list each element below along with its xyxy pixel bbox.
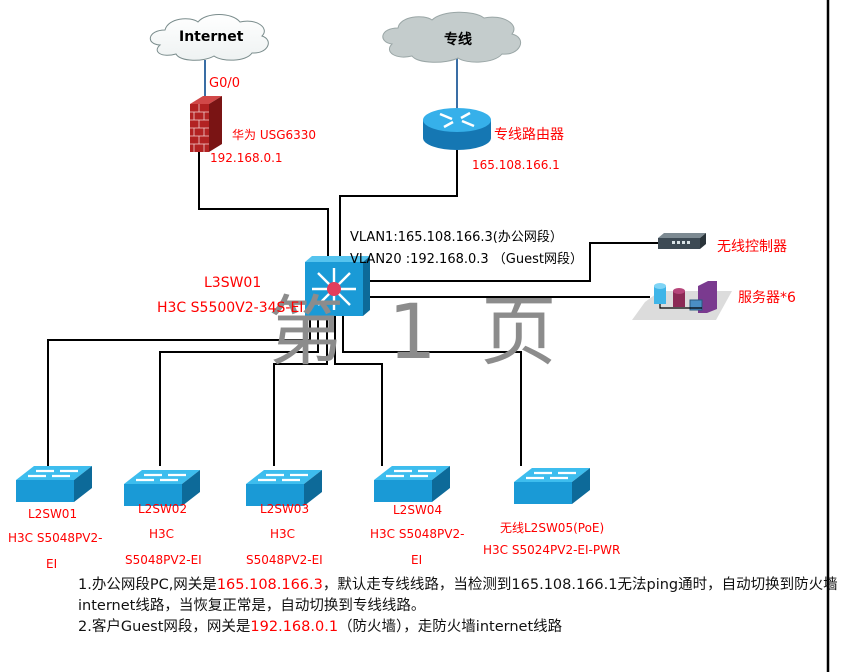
firewall-icon: [190, 96, 222, 152]
link-core-wlc: [363, 242, 658, 282]
link-firewall-core: [198, 152, 329, 262]
l2sw04-model-label: H3C S5048PV2-: [370, 527, 465, 541]
core-switch-model-label: H3C S5500V2-34S-EI: [157, 300, 304, 316]
router-ip-label: 165.108.166.1: [472, 158, 560, 172]
l2sw02-name-label: L2SW02: [138, 502, 188, 516]
note-2: 2.客户Guest网段，网关是192.168.0.1（防火墙），走防火墙inte…: [78, 619, 563, 635]
wireless-controller-label: 无线控制器: [717, 239, 787, 255]
link-core-l2sw05: [342, 315, 522, 466]
router-icon: [423, 108, 491, 150]
vlan20-label: VLAN20 :192.168.0.3 （Guest网段）: [350, 252, 583, 267]
firewall-name-label: 华为 USG6330: [232, 128, 317, 142]
router-name-label: 专线路由器: [494, 127, 564, 143]
access-switch-icon-2: [124, 470, 200, 506]
l2sw01-model-line2-label: EI: [46, 557, 58, 571]
access-switch-icon-3: [246, 470, 322, 506]
access-switch-icon-5: [514, 468, 590, 504]
link-router-core: [339, 150, 458, 262]
core-switch-icon: [305, 256, 370, 316]
access-switch-icon-4: [374, 466, 450, 502]
notes-block: 1.办公网段PC,网关是165.108.166.3，默认走专线线路，当检测到16…: [78, 575, 844, 638]
l2sw03-name-label: L2SW03: [260, 502, 310, 516]
core-switch-name-label: L3SW01: [204, 275, 262, 291]
internet-cloud-icon: [150, 14, 269, 61]
l2sw03-model-label: H3C: [270, 527, 296, 541]
link-core-l2sw02: [159, 315, 319, 466]
link-core-l2sw03: [273, 315, 328, 466]
l2sw05-model-label: H3C S5024PV2-EI-PWR: [483, 543, 621, 557]
guest-gateway-ip: 192.168.0.1: [250, 619, 339, 635]
l2sw01-name-label: L2SW01: [28, 507, 78, 521]
l2sw04-name-label: L2SW04: [393, 503, 443, 517]
access-switch-icons: [16, 466, 590, 506]
wireless-controller-icon: [658, 233, 706, 249]
servers-icon: [632, 281, 732, 320]
vlan1-label: VLAN1:165.108.166.3(办公网段）: [350, 230, 563, 245]
note-1: 1.办公网段PC,网关是165.108.166.3，默认走专线线路，当检测到16…: [78, 577, 838, 614]
firewall-ip-label: 192.168.0.1: [210, 151, 283, 165]
l2sw01-model-label: H3C S5048PV2-: [8, 531, 103, 545]
link-core-l2sw04: [334, 315, 383, 466]
private-line-cloud-icon: [382, 11, 522, 63]
l2sw02-model-line2-label: S5048PV2-EI: [125, 553, 202, 567]
links: [47, 150, 658, 466]
office-gateway-ip: 165.108.166.3: [216, 577, 323, 593]
l2sw04-model-line2-label: EI: [411, 553, 423, 567]
access-switch-icon-1: [16, 466, 92, 502]
page-watermark: 第 1 页: [268, 287, 567, 376]
servers-label: 服务器*6: [738, 290, 796, 306]
l2sw05-name-label: 无线L2SW05(PoE): [500, 521, 605, 535]
l2sw02-model-label: H3C: [149, 527, 175, 541]
link-core-l2sw01: [47, 315, 311, 466]
firewall-port-label: G0/0: [209, 76, 240, 91]
internet-cloud-label: Internet: [179, 29, 244, 45]
l2sw03-model-line2-label: S5048PV2-EI: [246, 553, 323, 567]
private-line-cloud-label: 专线: [444, 32, 472, 48]
